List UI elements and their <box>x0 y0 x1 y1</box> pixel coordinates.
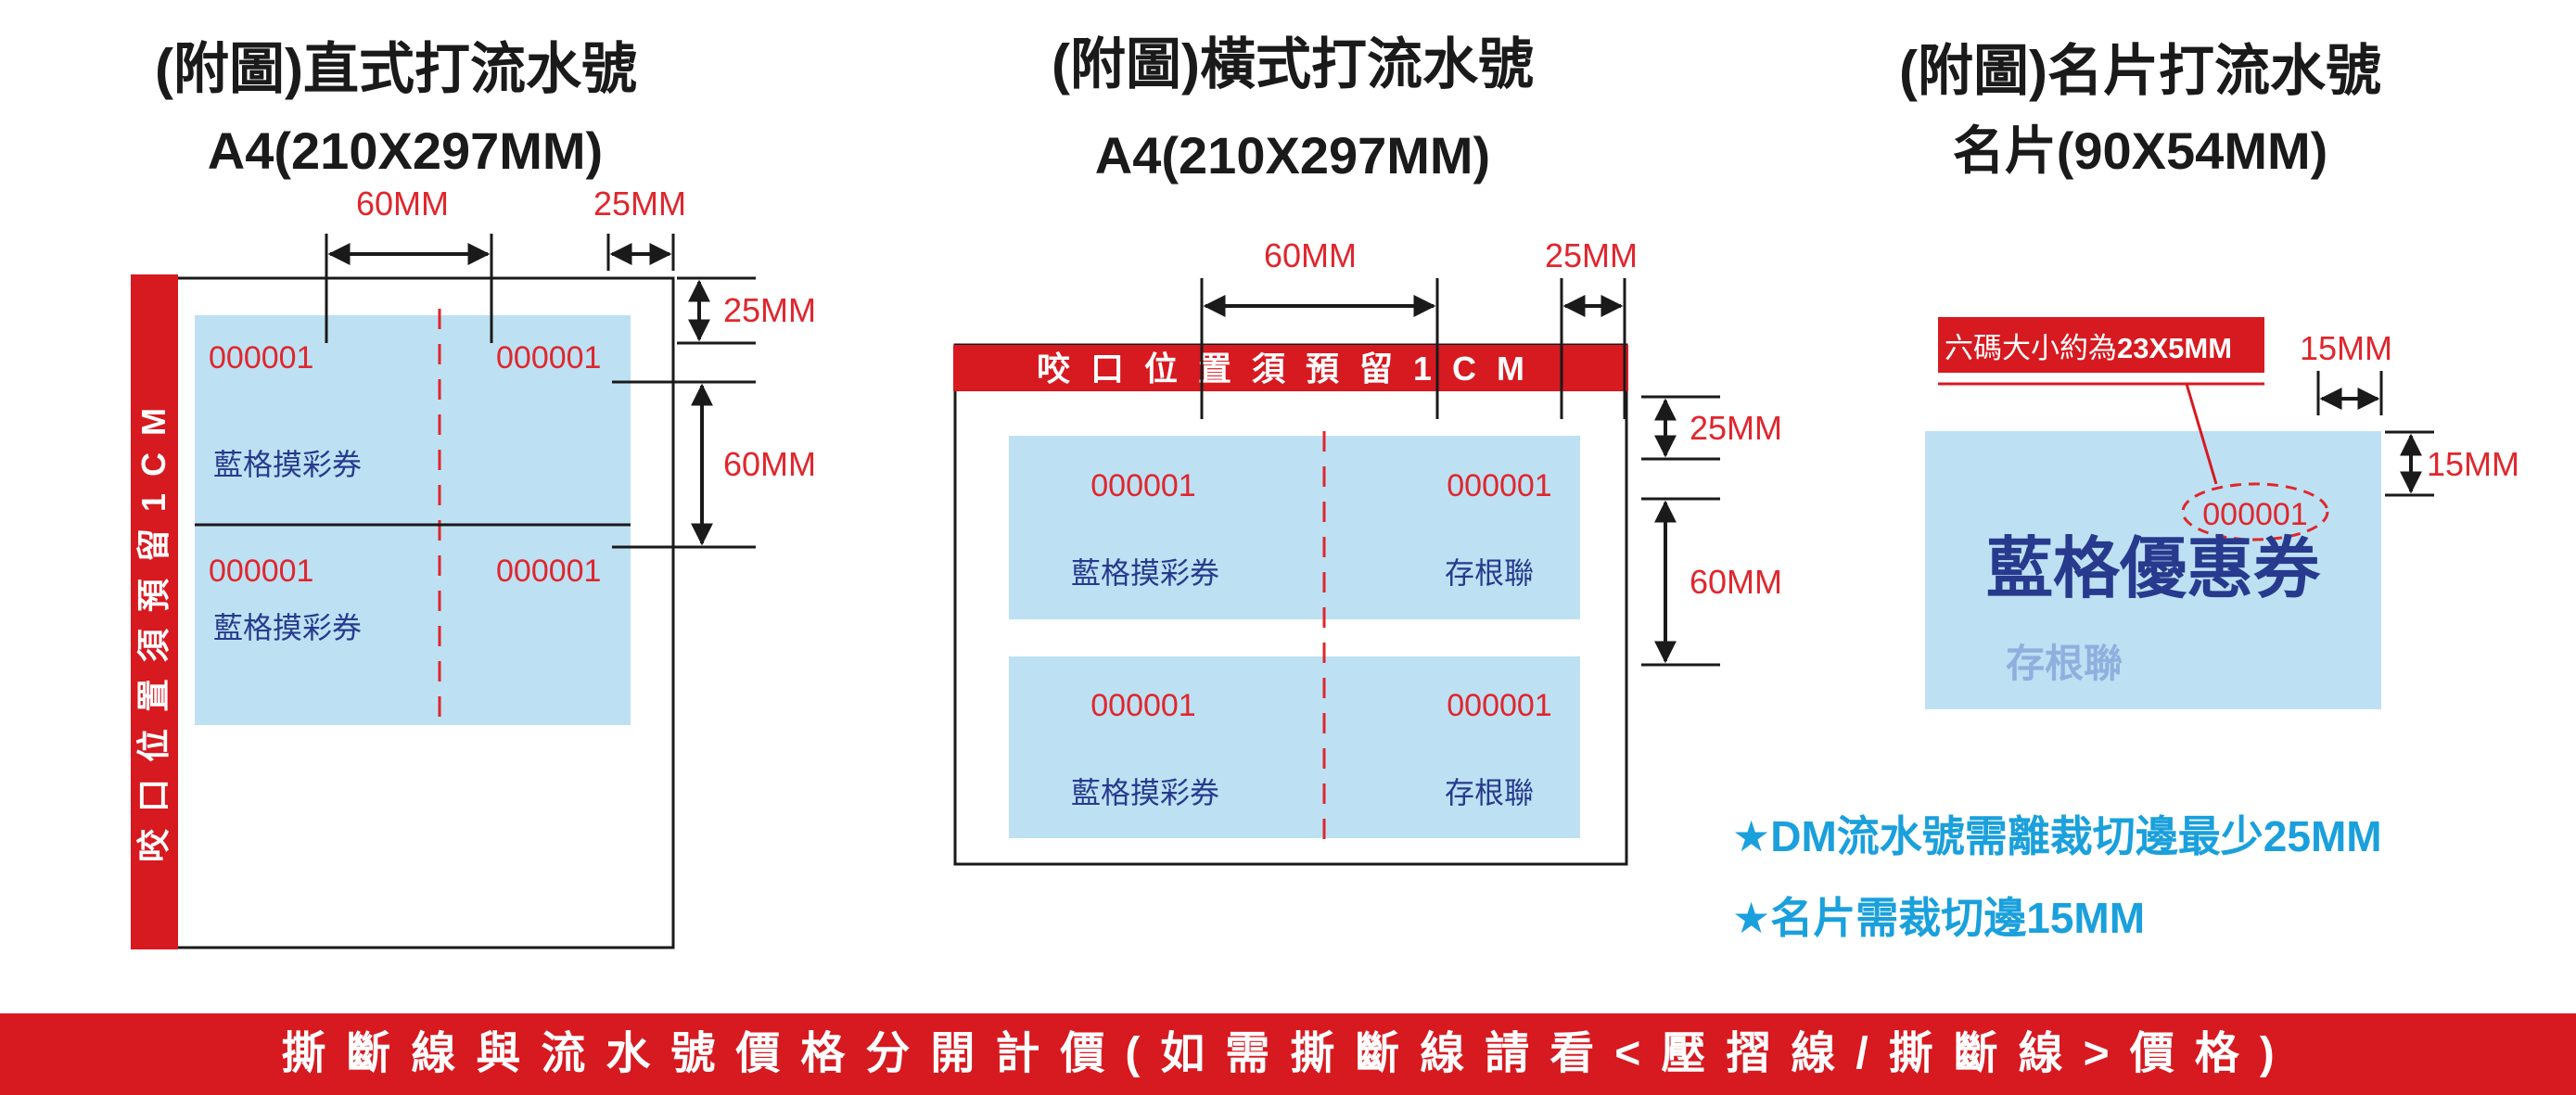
portrait-label-1: 藍格摸彩券 <box>213 448 362 481</box>
landscape-dim-25-label: 25MM <box>1545 236 1638 274</box>
card-dim-15v-label: 15MM <box>2427 445 2519 483</box>
portrait-bite-label: 咬口位置須預留1CM <box>134 391 172 862</box>
notes-section: ★DM流水號需離裁切邊最少25MM ★名片需裁切邊15MM <box>1732 812 2382 942</box>
portrait-serial-2: 000001 <box>496 340 601 376</box>
portrait-dim-25-label: 25MM <box>593 185 686 223</box>
landscape-title: (附圖)橫式打流水號 <box>1052 33 1534 95</box>
portrait-serial-4: 000001 <box>496 554 601 589</box>
landscape-size: A4(210X297MM) <box>1095 126 1490 185</box>
landscape-section: (附圖)橫式打流水號 A4(210X297MM) 咬口位置須預留1CM 0000… <box>953 33 1782 866</box>
footer-background <box>0 1013 2576 1095</box>
landscape-label-4: 存根聯 <box>1445 776 1534 809</box>
card-callout-box <box>1938 317 2264 373</box>
landscape-serial-1: 000001 <box>1090 468 1195 503</box>
card-title: (附圖)名片打流水號 <box>1899 40 2381 102</box>
landscape-label-1: 藍格摸彩券 <box>1071 556 1219 590</box>
portrait-bite-strip <box>131 274 178 949</box>
landscape-serial-3: 000001 <box>1090 688 1195 723</box>
card-coupon-title: 藍格優惠券 <box>1986 532 2321 606</box>
portrait-label-3: 藍格摸彩券 <box>213 611 362 644</box>
card-serial: 000001 <box>2202 497 2307 532</box>
landscape-serial-2: 000001 <box>1447 468 1551 503</box>
card-stub-label: 存根聯 <box>2006 642 2123 685</box>
portrait-serial-3: 000001 <box>209 554 313 589</box>
note-card-margin: ★名片需裁切邊15MM <box>1732 894 2145 942</box>
card-serial-highlight <box>2181 482 2329 541</box>
landscape-label-2: 存根聯 <box>1445 556 1534 590</box>
landscape-dim-60-label: 60MM <box>1264 236 1357 274</box>
landscape-label-3: 藍格摸彩券 <box>1071 776 1219 809</box>
landscape-dim-25v-label: 25MM <box>1690 409 1782 447</box>
portrait-title: (附圖)直式打流水號 <box>155 38 637 100</box>
landscape-serial-4: 000001 <box>1447 688 1551 723</box>
landscape-ticket-row-2 <box>1009 656 1580 838</box>
note-dm-margin: ★DM流水號需離裁切邊最少25MM <box>1732 812 2382 860</box>
footer-text: 撕斷線與流水號價格分開計價(如需撕斷線請看<壓摺線/撕斷線>價格) <box>281 1029 2294 1078</box>
portrait-size: A4(210X297MM) <box>208 121 603 180</box>
portrait-dim-25v-label: 25MM <box>723 291 816 329</box>
portrait-serial-1: 000001 <box>209 340 313 376</box>
portrait-section: (附圖)直式打流水號 A4(210X297MM) 咬口位置須預留1CM 0000… <box>131 38 816 949</box>
card-section: (附圖)名片打流水號 名片(90X54MM) 六碼大小約為23X5MM 0000… <box>1899 40 2519 709</box>
landscape-bite-label: 咬口位置須預留1CM <box>1037 350 1545 388</box>
portrait-dim-60v-label: 60MM <box>723 445 816 483</box>
portrait-ticket-area <box>195 315 631 725</box>
card-callout-leader <box>2185 383 2218 485</box>
card-body <box>1925 431 2381 709</box>
card-callout-text: 六碼大小約為23X5MM <box>1945 332 2232 364</box>
landscape-bite-strip <box>953 345 1628 391</box>
landscape-ticket-row-1 <box>1009 436 1580 619</box>
portrait-dim-60-label: 60MM <box>356 185 449 223</box>
landscape-dim-60v-label: 60MM <box>1690 563 1782 601</box>
card-dim-15h-label: 15MM <box>2300 329 2392 367</box>
footer-banner: 撕斷線與流水號價格分開計價(如需撕斷線請看<壓摺線/撕斷線>價格) <box>0 1013 2576 1095</box>
card-size: 名片(90X54MM) <box>1953 121 2328 180</box>
